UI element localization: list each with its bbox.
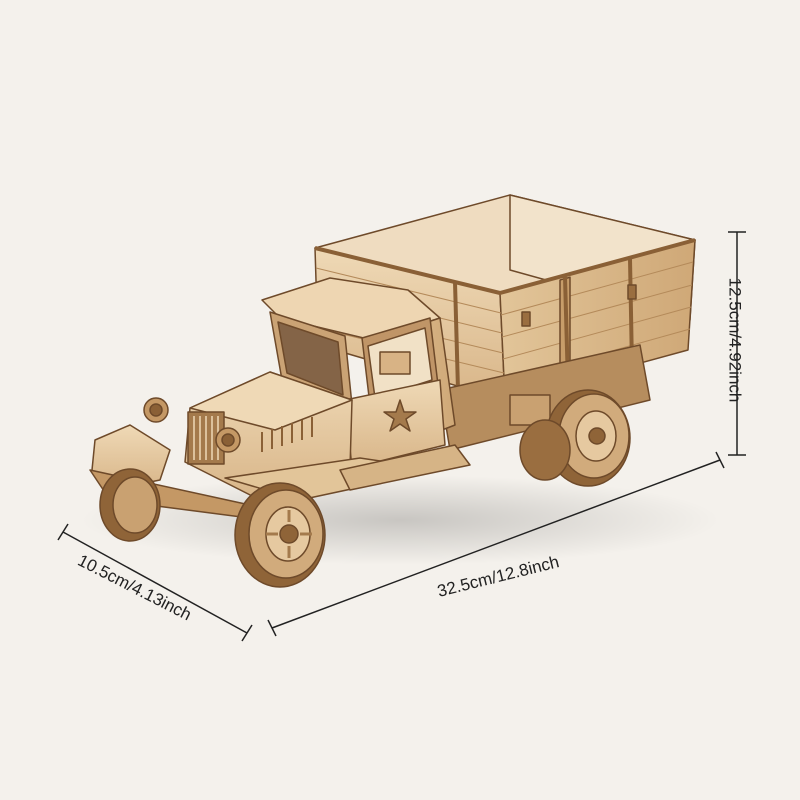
star-emblem-icon bbox=[383, 399, 417, 432]
dimension-width-line bbox=[57, 523, 253, 642]
front-wheel-right bbox=[234, 482, 326, 588]
truck-cab bbox=[261, 277, 456, 469]
dimension-length-line bbox=[267, 451, 725, 637]
height-dimension-label: 12.5cm/4.92inch bbox=[725, 277, 745, 403]
front-wheel-left bbox=[99, 468, 161, 542]
dimension-height-line bbox=[728, 231, 746, 456]
wooden-truck-model bbox=[89, 194, 696, 588]
